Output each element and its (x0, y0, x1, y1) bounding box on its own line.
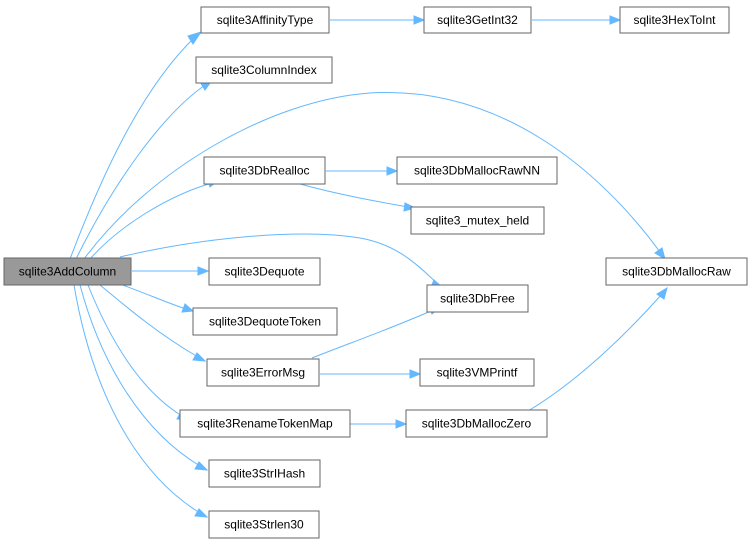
edge-root-dbrealloc (89, 182, 213, 260)
node-label: sqlite3DbFree (440, 292, 515, 306)
node-label: sqlite3GetInt32 (437, 13, 518, 27)
edge-root-affinity (69, 36, 196, 260)
node-sqlite3errormsg[interactable]: sqlite3ErrorMsg (206, 358, 320, 387)
node-label: sqlite3ColumnIndex (211, 63, 316, 77)
node-sqlite3strihash[interactable]: sqlite3StrIHash (208, 459, 321, 488)
arrow-hextoint (609, 15, 622, 25)
arrow-strihash (194, 461, 209, 471)
node-sqlite3dbmallocrawnn[interactable]: sqlite3DbMallocRawNN (396, 156, 558, 185)
node-sqlite3renametokenmap[interactable]: sqlite3RenameTokenMap (179, 409, 351, 438)
node-sqlite3dbrealloc[interactable]: sqlite3DbRealloc (203, 156, 326, 185)
arrow-dequotetoken (181, 303, 195, 313)
node-label: sqlite3DequoteToken (209, 315, 321, 329)
edge-root-renametoken (87, 284, 183, 417)
edge-errormsg-dbfree (311, 309, 434, 359)
node-label: sqlite3DbMallocRawNN (414, 164, 540, 178)
nodes-layer: sqlite3AddColumn sqlite3AffinityType sql… (3, 6, 748, 539)
arrow-vmprintf (409, 369, 422, 379)
node-label: sqlite3DbRealloc (219, 164, 309, 178)
node-sqlite3affinitytype[interactable]: sqlite3AffinityType (200, 6, 330, 34)
edge-root-colindex (75, 82, 209, 260)
node-label: sqlite3AffinityType (217, 13, 314, 27)
node-label: sqlite3RenameTokenMap (197, 417, 333, 431)
edge-root-strlen (73, 284, 201, 514)
node-sqlite3-mutex-held[interactable]: sqlite3_mutex_held (410, 206, 545, 235)
node-label: sqlite3DbMallocZero (422, 417, 532, 431)
edge-root-dbfree (119, 233, 438, 284)
edge-root-strihash (79, 284, 201, 467)
edge-dbrealloc-mutex (299, 183, 409, 208)
arrow-strlen (194, 508, 209, 518)
node-sqlite3dbmallocraw[interactable]: sqlite3DbMallocRaw (605, 257, 748, 286)
edge-root-mallocraw (83, 91, 661, 260)
edge-root-errormsg (99, 284, 199, 358)
node-sqlite3dbmalloczero[interactable]: sqlite3DbMallocZero (405, 409, 548, 438)
arrow-mutex (403, 202, 417, 212)
node-label: sqlite3HexToInt (633, 13, 716, 27)
node-sqlite3columnindex[interactable]: sqlite3ColumnIndex (195, 56, 333, 84)
node-sqlite3strlen30[interactable]: sqlite3Strlen30 (208, 510, 320, 539)
node-sqlite3addcolumn[interactable]: sqlite3AddColumn (3, 257, 132, 286)
node-label: sqlite3Strlen30 (224, 518, 304, 532)
node-sqlite3dequote[interactable]: sqlite3Dequote (208, 257, 321, 286)
edges-layer (69, 15, 668, 518)
edge-root-dequotetoken (119, 283, 187, 310)
arrow-errormsg (192, 352, 207, 362)
node-sqlite3hextoint[interactable]: sqlite3HexToInt (619, 6, 730, 34)
node-label: sqlite3DbMallocRaw (622, 265, 731, 279)
node-label: sqlite3StrIHash (224, 467, 305, 481)
arrow-affinity (187, 31, 203, 45)
arrow-dequote (197, 266, 210, 276)
node-label: sqlite3Dequote (224, 265, 304, 279)
node-label: sqlite3VMPrintf (437, 366, 518, 380)
arrow-malloczero (395, 419, 408, 429)
arrow-getint (413, 15, 426, 25)
node-sqlite3getint32[interactable]: sqlite3GetInt32 (423, 6, 532, 34)
node-label: sqlite3AddColumn (19, 265, 116, 279)
arrow-mallocraw-bottom (656, 286, 668, 300)
edge-malloczero-mallocraw (527, 293, 663, 412)
node-sqlite3dequotetoken[interactable]: sqlite3DequoteToken (192, 307, 338, 336)
arrow-mallocraw-top (654, 247, 666, 261)
node-sqlite3dbfree[interactable]: sqlite3DbFree (426, 284, 529, 313)
node-label: sqlite3_mutex_held (426, 214, 529, 228)
node-label: sqlite3ErrorMsg (221, 366, 305, 380)
node-sqlite3vmprintf[interactable]: sqlite3VMPrintf (419, 358, 535, 387)
arrow-mallocrawnn (386, 166, 399, 176)
